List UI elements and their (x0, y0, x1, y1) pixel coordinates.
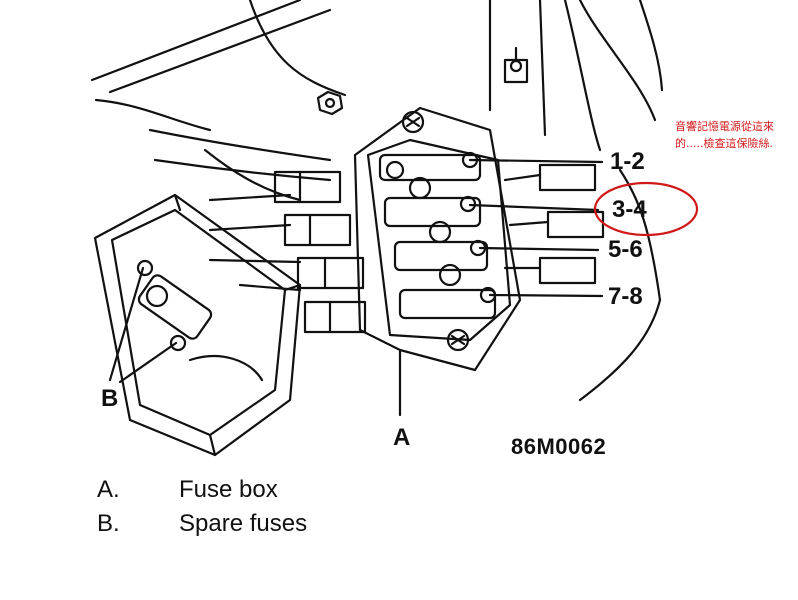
legend-letter: A. (97, 476, 120, 503)
fuse-label-7-8: 7-8 (608, 283, 643, 310)
fuse-row-4 (398, 263, 497, 320)
annotation-note: 音響記憶電源從這來的.....檢查這保險絲. (675, 120, 774, 150)
fuse-box-housing (353, 106, 522, 417)
fuse-label-leaders (468, 158, 604, 298)
fuse-row-3 (393, 220, 489, 272)
wire-connectors-right (503, 163, 605, 285)
legend-text: Fuse box (179, 476, 278, 503)
pointer-label-a: A (393, 424, 411, 451)
legend-text: Spare fuses (179, 510, 308, 537)
dash-panel-structure (90, 0, 664, 402)
legend-row-b: B. Spare fuses (97, 510, 397, 540)
legend-letter: B. (97, 510, 120, 537)
wire-connectors-left (273, 170, 367, 334)
spare-fuses-leaders (108, 266, 178, 384)
fuse-label-3-4: 3-4 (612, 196, 647, 223)
highlight-circle (593, 181, 699, 237)
fuse-label-5-6: 5-6 (608, 236, 643, 263)
bolt-icon (503, 46, 529, 84)
fuse-row-2 (383, 176, 482, 228)
spare-fuse-holder (93, 193, 302, 457)
pointer-label-b: B (101, 385, 119, 412)
fuse-label-1-2: 1-2 (610, 148, 645, 175)
legend-row-a: A. Fuse box (97, 476, 397, 506)
mounting-nut-icon (316, 90, 344, 116)
reference-code: 86M0062 (511, 434, 607, 459)
fuse-row-1 (378, 151, 482, 182)
